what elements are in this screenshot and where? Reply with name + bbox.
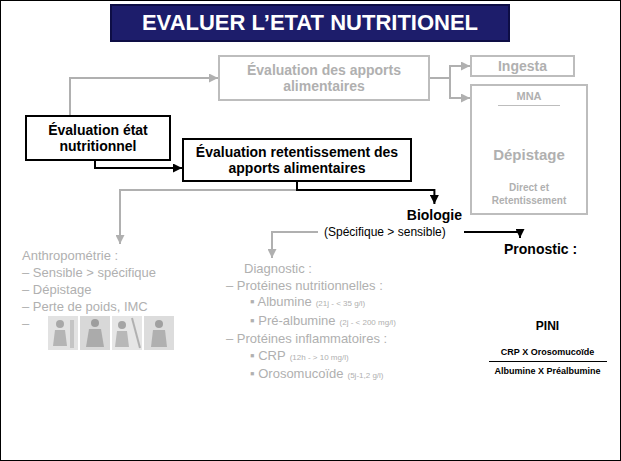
node-text: ▪ CRP [250, 348, 286, 363]
connector-arrow [297, 182, 434, 204]
text-line: CRP X Orosomucoïde [489, 347, 607, 362]
text-line: – Sensible > spécifique [22, 264, 212, 281]
text-line: (Spécifique > sensible) [318, 225, 464, 239]
process-box: Évaluation retentissement des apports al… [182, 138, 412, 182]
title-band: EVALUER L’ETAT NUTRITIONEL [110, 4, 510, 42]
photo-strip [48, 316, 174, 350]
node-text: (12h - > 10 mg/l) [290, 353, 349, 362]
text-line: – Protéines nutritionnelles : [226, 278, 458, 295]
node-text: Biologie [407, 207, 462, 223]
text-line: Pronostic : [480, 241, 615, 257]
connector-arrow [430, 78, 470, 98]
text-line: Anthropométrie : [22, 247, 212, 264]
connector-arrow [272, 232, 318, 258]
node-text: Albumine X Préalbumine [494, 366, 600, 376]
node-text: Pronostic : [504, 241, 577, 257]
node-text: (2j - < 200 mg/l) [340, 318, 396, 327]
node-text: Évaluation retentissement des apports al… [196, 144, 398, 176]
text-line: Biologie [318, 207, 464, 223]
text-line: Évaluation des apports alimentaires [224, 62, 424, 94]
node-text: CRP X Orosomucoïde [501, 347, 594, 357]
process-box: Évaluation état nutritionnel [25, 115, 171, 161]
title-text: EVALUER L’ETAT NUTRITIONEL [142, 10, 478, 36]
node-text: Évaluation des apports alimentaires [247, 62, 401, 94]
node-text: Dépistage [493, 146, 565, 163]
node-text: MNA [516, 90, 541, 102]
connector-arrow [120, 182, 297, 244]
text-line: Évaluation état nutritionnel [31, 122, 165, 154]
node-text: (5j-1,2 g/l) [347, 371, 383, 380]
node-text: ▪ Orosomucoïde [250, 366, 343, 381]
node-text: ▪ Pré-albumine [250, 313, 336, 328]
node-text: – Sensible > spécifique [22, 265, 156, 280]
text-line: Albumine X Préalbumine [489, 366, 607, 376]
node-text: – Dépistage [22, 282, 91, 297]
text-line: Dépistage [476, 146, 582, 163]
text-line: – Protéines inflammatoires : [226, 331, 458, 348]
text-line: – Perte de poids, IMC [22, 298, 212, 315]
node-text: Anthropométrie : [22, 248, 118, 263]
grey-process-box: Évaluation des apports alimentaires [218, 55, 430, 101]
connector-arrow [95, 161, 182, 168]
text-line: Évaluation retentissement des apports al… [188, 144, 406, 176]
text-line: – [22, 315, 212, 332]
text-group: Pronostic : PINI CRP X OrosomucoïdeAlbumin… [480, 238, 615, 376]
connector-arrow [464, 232, 520, 238]
node-text: Ingesta [498, 58, 547, 74]
node-text: – Protéines nutritionnelles : [226, 278, 383, 293]
text-line: – Dépistage [22, 281, 212, 298]
text-group: Diagnostic : – Protéines nutritionnelles … [226, 258, 458, 385]
node-text: – Perte de poids, IMC [22, 299, 148, 314]
text-line: ▪ CRP (12h - > 10 mg/l) [226, 348, 458, 367]
node-text: PINI [536, 319, 559, 333]
node-text: Direct et Retentissement [492, 182, 566, 206]
node-text: (21j - < 35 g/l) [316, 299, 366, 308]
text-group: Anthropométrie : – Sensible > spécifique –… [22, 244, 212, 332]
text-line: MNA [498, 90, 560, 106]
text-line: Diagnostic : [226, 261, 458, 278]
grey-process-box: MNA DépistageDirect et Retentissement [470, 84, 588, 215]
text-line: ▪ Albumine (21j - < 35 g/l) [226, 294, 458, 313]
text-line: Direct et Retentissement [486, 181, 572, 207]
text-line: PINI [480, 319, 615, 333]
node-text: – [22, 316, 29, 331]
text-line: ▪ Pré-albumine (2j - < 200 mg/l) [226, 313, 458, 332]
node-text: – Protéines inflammatoires : [226, 331, 387, 346]
node-text: Diagnostic : [244, 261, 312, 276]
grey-process-box: Ingesta [470, 55, 575, 77]
connector-arrow [70, 78, 218, 115]
text-line: Ingesta [476, 58, 569, 74]
text-group: Biologie (Spécifique > sensible) [318, 204, 464, 239]
node-text: Évaluation état nutritionnel [48, 122, 148, 154]
node-text: ▪ Albumine [250, 294, 312, 309]
connector-arrow [430, 66, 470, 78]
text-line: ▪ Orosomucoïde (5j-1,2 g/l) [226, 366, 458, 385]
node-text: (Spécifique > sensible) [324, 225, 446, 239]
